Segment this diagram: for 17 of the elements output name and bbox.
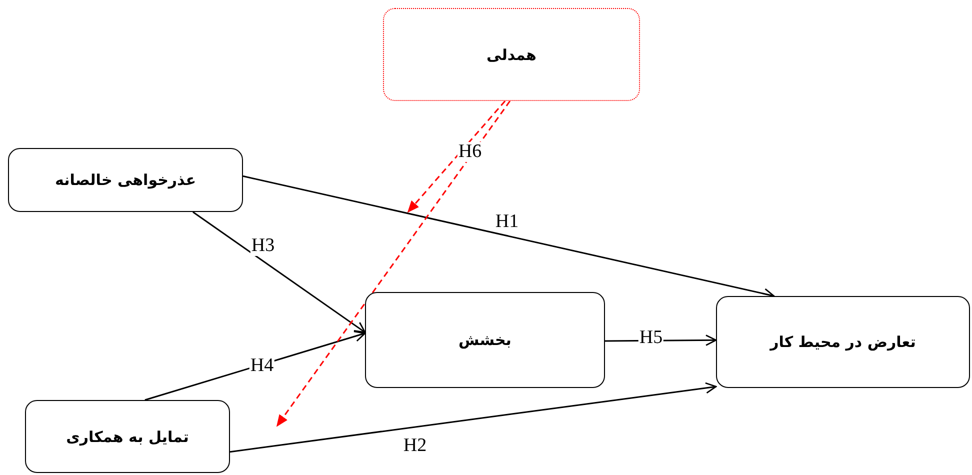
node-label: عذرخواهی خالصانه	[55, 171, 196, 189]
dashed-arrow	[276, 100, 511, 427]
node-box	[8, 148, 243, 212]
node-label: بخشش	[458, 331, 512, 349]
arrow	[144, 330, 366, 401]
node-label: همدلی	[486, 46, 536, 64]
edge-label: H6	[457, 142, 483, 162]
arrow	[192, 211, 366, 334]
node-label: تعارض در محیط کار	[770, 333, 916, 351]
edge-label: H3	[250, 236, 276, 256]
node-box	[25, 400, 230, 473]
node-box	[716, 296, 970, 388]
node-label: تمایل به همکاری	[66, 428, 189, 446]
node-box	[365, 292, 605, 388]
dashed-arrow	[407, 100, 506, 213]
node-box	[383, 8, 640, 101]
arrow	[230, 382, 717, 453]
